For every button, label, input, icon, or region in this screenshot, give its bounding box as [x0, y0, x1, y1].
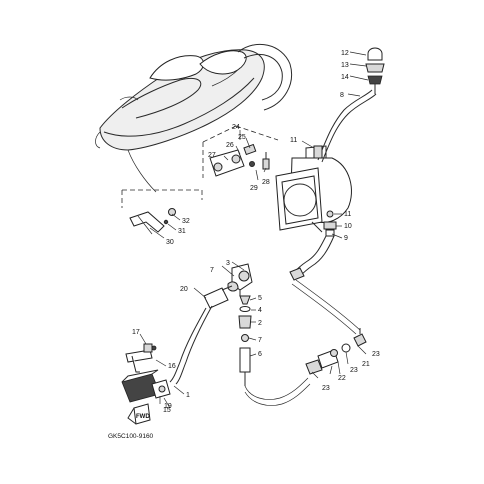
line-to-20 [295, 279, 361, 331]
box-group [121, 343, 171, 403]
fwd-label: FWD [136, 414, 150, 420]
watercraft-illustration [95, 43, 292, 193]
callout-4: 4 [258, 307, 262, 314]
callout-15: 15 [163, 407, 171, 414]
hose-1-edge [175, 305, 213, 385]
hose-9 [317, 89, 373, 161]
callout-28: 28 [262, 179, 270, 186]
callout-16: 16 [168, 363, 176, 370]
check-valve-group [305, 328, 367, 375]
callout-numbers: 12 13 14 8 11 11 10 9 24 25 26 27 28 29 … [132, 50, 380, 414]
callout-3: 3 [226, 260, 230, 267]
callout-25: 25 [238, 134, 246, 141]
group-box-top [202, 125, 237, 143]
callout-17: 17 [132, 329, 140, 336]
callout-13: 13 [341, 62, 349, 69]
hose-6-line [244, 377, 309, 400]
fitting-11-top [313, 145, 323, 159]
callout-9: 8 [340, 92, 344, 99]
hose-9-edge [321, 93, 377, 163]
callout-20: 21 [362, 361, 370, 368]
callout-6: 6 [258, 351, 262, 358]
callout-8: 9 [344, 235, 348, 242]
cap-group [365, 47, 385, 94]
callout-32: 32 [182, 218, 190, 225]
callout-19: 20 [180, 286, 188, 293]
callout-11-top: 11 [290, 137, 297, 144]
hose-8-edge [297, 235, 335, 279]
callout-26: 26 [226, 142, 234, 149]
valve-stack [227, 263, 253, 386]
callout-5: 5 [258, 295, 262, 302]
hose-1 [169, 307, 207, 383]
callout-27: 27 [208, 152, 216, 159]
bracket-group-30 [129, 208, 176, 235]
diagram-code: GK5C100-9160 [108, 433, 154, 440]
callout-2: 2 [258, 320, 262, 327]
hose-6-line-b [244, 383, 311, 406]
callout-23-lower: 23 [322, 385, 330, 392]
callout-10: 10 [344, 223, 352, 230]
callout-23-right: 23 [372, 351, 380, 358]
line-to-20b [291, 283, 357, 335]
callout-1: 1 [186, 392, 190, 399]
callout-22: 23 [350, 367, 358, 374]
callout-7-lower: 7 [258, 337, 262, 344]
callout-12: 12 [341, 50, 349, 57]
callout-14: 14 [341, 74, 349, 81]
fitting-group [209, 143, 270, 177]
callout-29: 29 [250, 185, 258, 192]
callout-7-upper: 7 [210, 267, 214, 274]
callout-18: 19 [164, 403, 172, 410]
callout-21: 22 [338, 375, 346, 382]
fitting-10-11 [323, 210, 337, 237]
hose-8-end [289, 267, 305, 281]
group-line-24 [235, 125, 279, 141]
fwd-direction-marker: FWD [127, 403, 151, 425]
leader-lines [139, 51, 369, 409]
water-box [275, 145, 352, 233]
callout-24: 24 [232, 124, 240, 131]
callout-30: 30 [166, 239, 174, 246]
tube-19-link [221, 285, 233, 291]
callout-11-lower: 11 [344, 211, 351, 218]
tube-19 [203, 287, 229, 309]
callout-31: 31 [178, 228, 186, 235]
